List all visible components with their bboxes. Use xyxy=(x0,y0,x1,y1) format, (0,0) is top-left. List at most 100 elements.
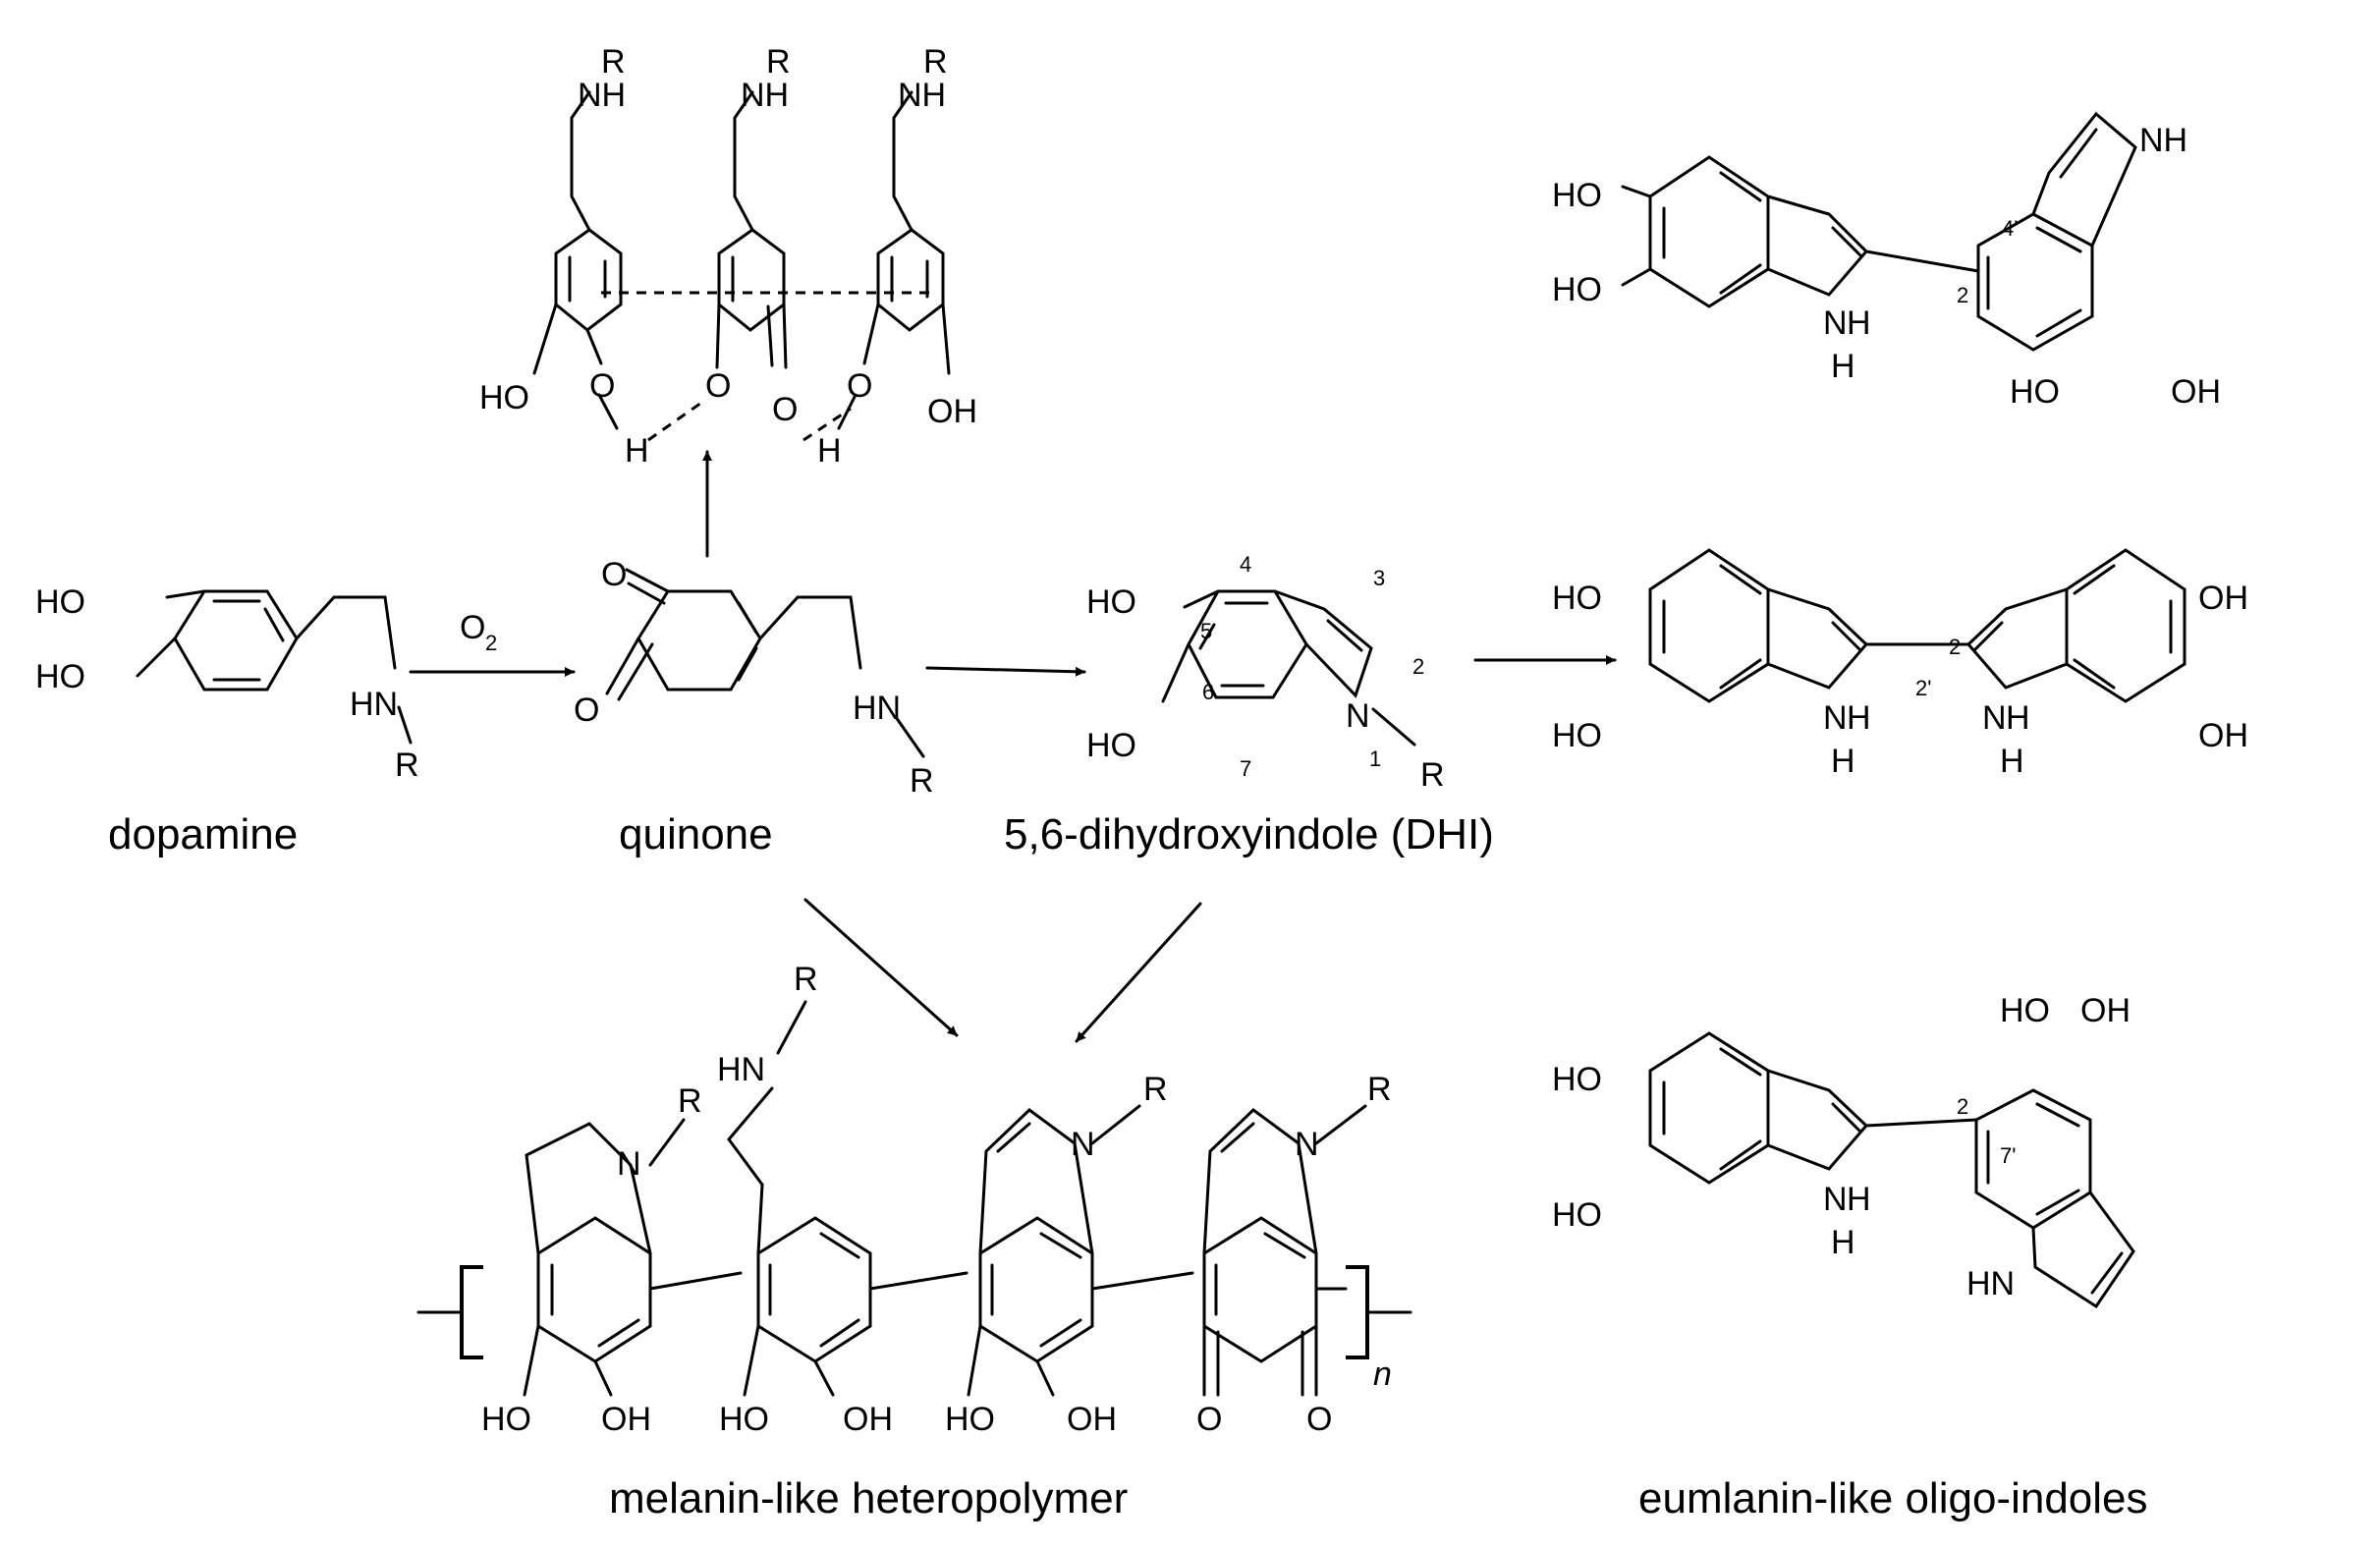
hydroxyl-label: HO xyxy=(2000,992,2050,1029)
dimer-2-2-prime: HO HO OH OH N H H N H H 2 2' xyxy=(1552,548,2248,780)
quinone-caption: quinone xyxy=(619,810,773,858)
position-number: 4' xyxy=(2002,216,2018,241)
nitrogen-label: N xyxy=(1346,697,1370,735)
nitrogen-label: N xyxy=(617,1145,641,1183)
amine-label: NH xyxy=(898,77,946,114)
hydrogen-label: H xyxy=(1847,304,1871,342)
hydroxyl-label: HO xyxy=(2010,373,2060,411)
r-group-label: R xyxy=(395,747,419,784)
hydrogen-label: H xyxy=(817,432,842,470)
hydrogen-label: H xyxy=(1847,699,1871,737)
amine-label: HN xyxy=(717,1051,765,1088)
hydrogen-label: H xyxy=(625,432,649,470)
carbonyl-oxygen: O xyxy=(574,692,599,729)
r-group-label: R xyxy=(1420,756,1445,794)
hydroxyl-label: HO xyxy=(1086,727,1136,764)
carbonyl-oxygen: O xyxy=(705,367,731,405)
oligo-indoles-caption: eumlanin-like oligo-indoles xyxy=(1638,1474,2148,1522)
quinone-to-polymer-arrow xyxy=(803,898,959,1037)
position-number: 7 xyxy=(1240,756,1251,781)
heteropolymer-caption: melanin-like heteropolymer xyxy=(609,1474,1128,1522)
r-group-label: R xyxy=(678,1082,702,1120)
dimer-2-4-prime: HO HO N H H NH HO OH 2 4' xyxy=(1552,111,2221,411)
r-group-label: R xyxy=(1367,1071,1392,1108)
quinone-structure: O O HN R xyxy=(574,556,934,800)
amine-label: NH xyxy=(741,77,789,114)
amine-label: N xyxy=(1982,699,2007,737)
hydroxyl-label: HO xyxy=(1552,580,1602,617)
hydroxyl-label: HO xyxy=(719,1401,769,1438)
position-number: 2' xyxy=(1915,676,1931,700)
r-group-label: R xyxy=(601,43,626,81)
hydroxyl-label: HO xyxy=(35,583,85,621)
hydrogen-label: H xyxy=(1847,1181,1871,1218)
amine-label: N xyxy=(1823,1181,1848,1218)
position-number: 4 xyxy=(1240,552,1251,577)
oxygen-label: O xyxy=(589,367,615,405)
hydroxyl-label: OH xyxy=(2198,717,2248,754)
melanin-heteropolymer: N R HO OH HN R HO OH N R HO OH xyxy=(416,961,1412,1438)
position-number: 1 xyxy=(1369,747,1381,771)
hydroxyl-label: OH xyxy=(601,1401,651,1438)
amine-label: NH xyxy=(2139,122,2187,159)
position-number: 2 xyxy=(1957,1094,1968,1119)
hydroxyl-label: OH xyxy=(2171,373,2221,411)
hydroxyl-label: HO xyxy=(35,658,85,695)
hydrogen-label: H xyxy=(1831,743,1855,780)
hydrogen-label: H xyxy=(2006,699,2030,737)
cyclization-arrow xyxy=(925,666,1086,677)
hydroxyl-label: HO xyxy=(1552,177,1602,214)
reagent-oxygen: O xyxy=(460,609,485,646)
carbonyl-oxygen: O xyxy=(772,391,798,428)
amine-label: HN xyxy=(1966,1265,2015,1302)
position-number: 5 xyxy=(1200,619,1212,643)
nitrogen-label: N xyxy=(1071,1126,1095,1163)
dopamine-caption: dopamine xyxy=(108,810,298,858)
dimer-2-7-prime: HO HO HO OH N H H HN 2 7' xyxy=(1552,992,2135,1309)
hydroxyl-label: OH xyxy=(2080,992,2131,1029)
oxygen-label: O xyxy=(847,367,872,405)
amine-label: N xyxy=(1823,304,1848,342)
dhi-caption: 5,6-dihydroxyindole (DHI) xyxy=(1004,810,1494,858)
hydrogen-label: H xyxy=(1831,348,1855,385)
r-group-label: R xyxy=(923,43,948,81)
r-group-label: R xyxy=(910,762,934,800)
hydroxyl-label: HO xyxy=(479,379,529,416)
hydroxyl-label: HO xyxy=(1552,271,1602,308)
dhi-to-polymer-arrow xyxy=(1075,902,1202,1043)
hydroxyl-label: OH xyxy=(2198,580,2248,617)
hydroxyl-label: HO xyxy=(1552,717,1602,754)
carbonyl-oxygen: O xyxy=(1306,1401,1332,1438)
position-number: 2 xyxy=(1949,635,1961,659)
hydrogen-label: H xyxy=(1831,1224,1855,1261)
repeat-index: n xyxy=(1373,1356,1392,1393)
position-number: 7' xyxy=(2000,1143,2016,1168)
hydrogen-label: H xyxy=(2000,743,2024,780)
hydroxyl-label: HO xyxy=(1552,1061,1602,1098)
hydroxyl-label: OH xyxy=(1067,1401,1117,1438)
hydroxyl-label: HO xyxy=(481,1401,531,1438)
dopamine-structure: HO HO HN R xyxy=(35,583,419,784)
amine-label: N xyxy=(1823,699,1848,737)
dhi-structure: HO HO N R 4 3 2 5 6 7 1 xyxy=(1086,552,1445,794)
r-group-label: R xyxy=(1143,1071,1168,1108)
reagent-subscript: 2 xyxy=(485,631,497,655)
hydroxyl-label: HO xyxy=(1552,1196,1602,1234)
carbonyl-oxygen: O xyxy=(1196,1401,1222,1438)
amine-label: HN xyxy=(853,690,901,727)
r-group-label: R xyxy=(794,961,818,998)
position-number: 2 xyxy=(1957,283,1968,307)
carbonyl-oxygen: O xyxy=(601,556,627,593)
hydroxyl-label: OH xyxy=(843,1401,893,1438)
position-number: 3 xyxy=(1373,566,1385,590)
hydroxyl-label: OH xyxy=(927,393,977,430)
position-number: 2 xyxy=(1412,654,1424,679)
position-number: 6 xyxy=(1202,680,1214,704)
hydroxyl-label: HO xyxy=(945,1401,995,1438)
r-group-label: R xyxy=(766,43,791,81)
hydroxyl-label: HO xyxy=(1086,583,1136,621)
amine-label: HN xyxy=(350,686,398,723)
amine-label: NH xyxy=(578,77,626,114)
nitrogen-label: N xyxy=(1295,1126,1319,1163)
